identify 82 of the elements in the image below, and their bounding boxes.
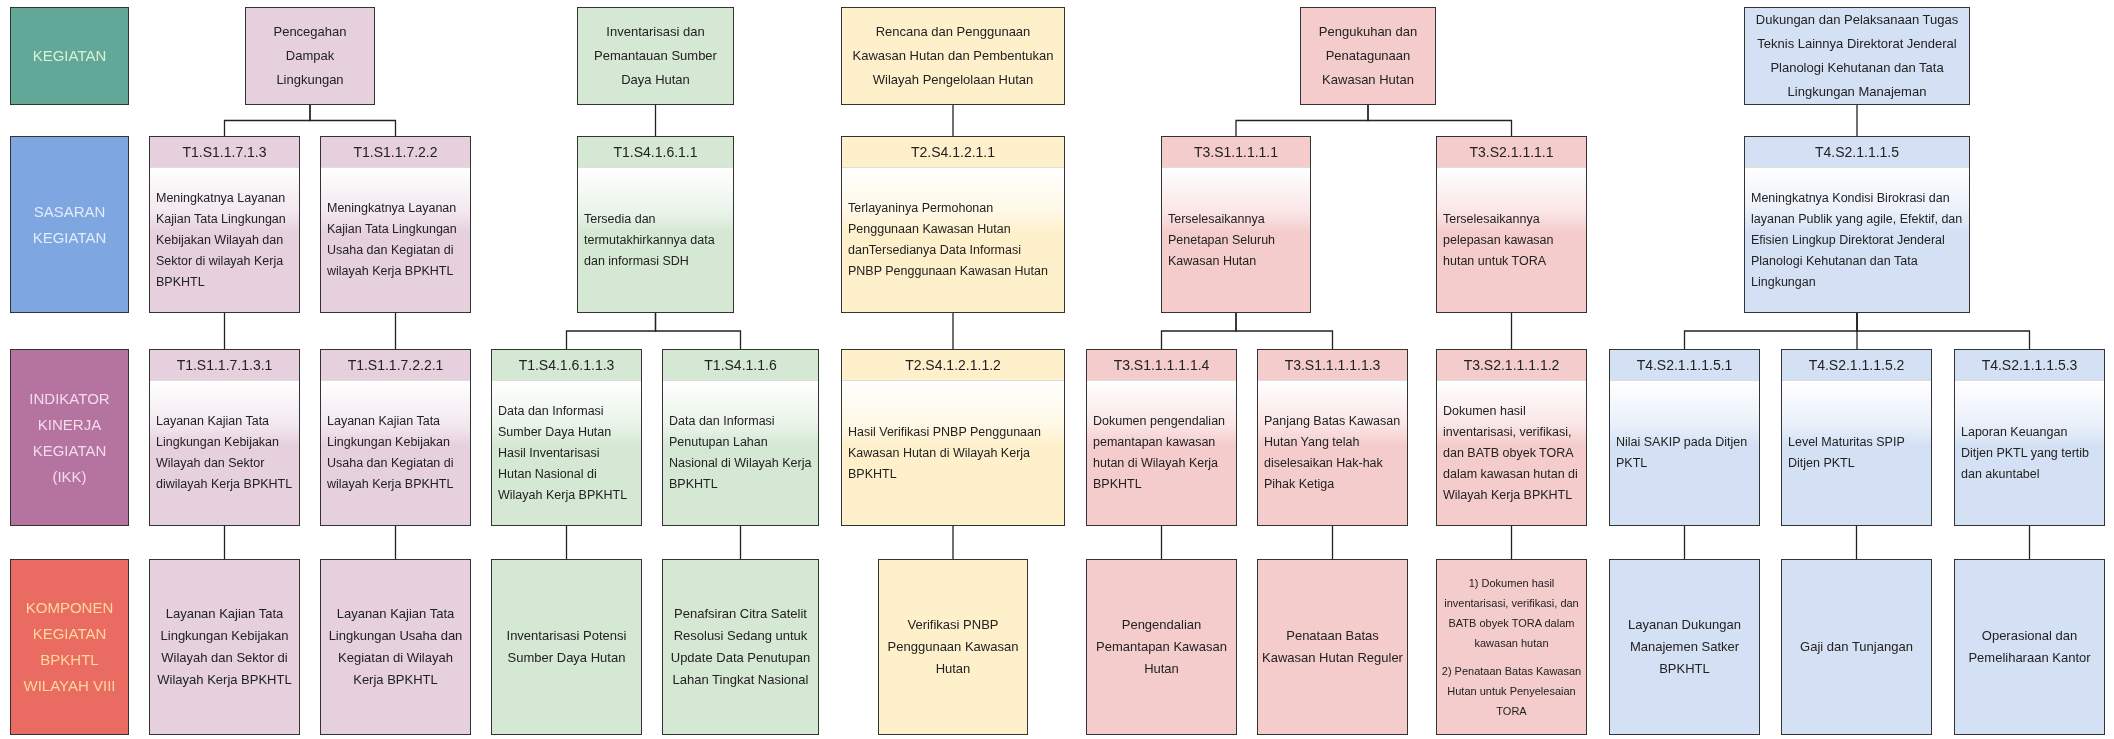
component-box [491,559,642,735]
activity-box [1300,7,1436,105]
connector-line [394,312,397,350]
connector-line [739,525,742,560]
activity-box [577,7,734,105]
target-card [1436,349,1587,526]
target-card [662,349,819,526]
target-card [320,136,471,313]
component-label: Verifikasi PNBP Penggunaan Kawasan Hutan [886,616,1020,678]
connector-line [1235,312,1334,350]
connector-line [1855,525,1858,560]
connector-line [654,312,742,350]
row-header-box [10,7,129,105]
row-header-label: SASARAN KEGIATAN [31,201,108,248]
target-card [1781,349,1932,526]
target-card [841,349,1065,526]
target-card [149,136,300,313]
row-header-box [10,559,129,735]
activity-label: Pencegahan Dampak Lingkungan [272,23,348,89]
component-label: Inventarisasi Potensi Sumber Daya Hutan [505,627,628,667]
component-box [1954,559,2105,735]
connector-line [394,525,397,560]
connector-line [952,525,954,560]
target-card [1954,349,2105,526]
component-box [662,559,819,735]
connector-line [1510,312,1513,350]
connector-line [1683,525,1686,560]
activity-label: Dukungan dan Pelaksanaan Tugas Teknis Lainnya Direktorat Jenderal Planologi Kehutanan dan Tata Lingkungan Manajeman [1754,11,1960,101]
target-card [1257,349,1408,526]
component-label: Operasional dan Pemeliharaan Kantor [1967,627,2092,667]
activity-box [841,7,1065,105]
component-box [1436,559,1587,735]
row-header-box [10,349,129,526]
component-label: Gaji dan Tunjangan [1800,638,1913,656]
row-header-label: KOMPONEN KEGIATAN BPKHTL WILAYAH VIII [22,598,117,696]
component-label: Penafsiran Citra Satelit Resolusi Sedang untuk Update Data Penutupan Lahan Tingkat Nasional [669,605,812,689]
component-box [1609,559,1760,735]
component-box [320,559,471,735]
activity-box [1744,7,1970,105]
row-header-label: KEGIATAN [32,46,107,66]
connector-line [1331,525,1334,560]
connector-line [309,104,397,137]
target-card [841,136,1065,313]
target-card [320,349,471,526]
component-box [1257,559,1408,735]
component-box [878,559,1028,735]
row-header-label: INDIKATOR KINERJA KEGIATAN (IKK) [28,388,111,487]
target-card [577,136,734,313]
connector-line [952,104,954,137]
component-label: 1) Dokumen hasil inventarisasi, verifikasi, dan BATB obyek TORA dalam kawasan hutan [1443,576,1580,651]
component-label: Layanan Kajian Tata Lingkungan Usaha dan Kegiatan di Wilayah Kerja BPKHTL [327,605,464,689]
connector-line [2028,525,2031,560]
activity-label: Pengukuhan dan Penatagunaan Kawasan Hutan [1317,23,1419,89]
component-box [149,559,300,735]
target-card [1609,349,1760,526]
activity-label: Inventarisasi dan Pemantauan Sumber Daya Hutan [593,23,718,89]
connector-line [1367,104,1513,137]
target-card [1436,136,1587,313]
activity-label: Rencana dan Penggunaan Kawasan Hutan dan Pembentukan Wilayah Pengelolaan Hutan [851,23,1055,89]
component-label: Layanan Kajian Tata Lingkungan Kebijakan Wilayah dan Sektor di Wilayah Kerja BPKHTL [156,605,293,689]
connector-line [223,525,226,560]
connector-line [1510,525,1513,560]
target-card [1744,136,1970,313]
component-label: 2) Penataan Batas Kawasan Hutan untuk Penyelesaian TORA [1441,664,1582,719]
component-label: Layanan Dukungan Manajemen Satker BPKHTL [1627,616,1742,678]
component-label: Penataan Batas Kawasan Hutan Reguler [1262,627,1403,667]
target-card [1161,136,1311,313]
connector-line [654,104,657,137]
connector-line [1856,312,2031,350]
target-card [491,349,642,526]
connector-line [223,312,226,350]
component-label: Pengendalian Pemantapan Kawasan Hutan [1095,616,1228,678]
target-card [1086,349,1237,526]
component-box [1781,559,1932,735]
activity-box [245,7,375,105]
connector-line [565,525,568,560]
connector-line [1160,525,1163,560]
row-header-box [10,136,129,313]
component-box [1086,559,1237,735]
target-card [149,349,300,526]
connector-line [952,312,954,350]
connector-line [1856,104,1858,137]
